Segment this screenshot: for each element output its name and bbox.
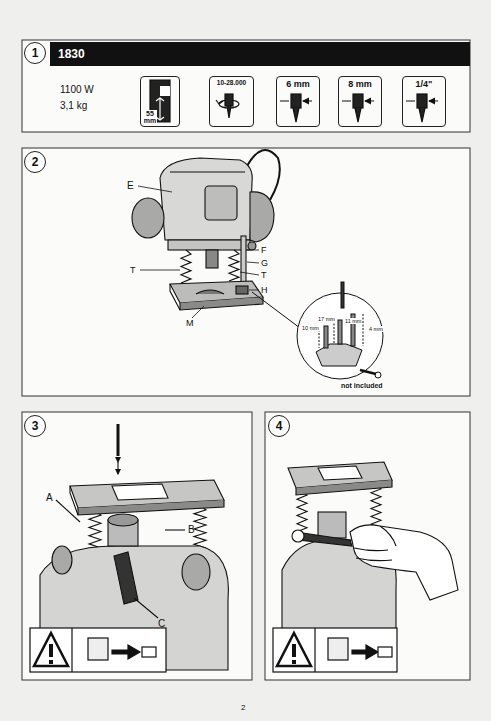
step-number-text: 4 <box>276 419 283 433</box>
spec-icon: 10-28.000 <box>209 76 254 127</box>
part-letter: 2 <box>241 703 245 712</box>
spec-text: 1830 <box>58 42 462 66</box>
router-drawing <box>132 150 280 310</box>
step-number-text: 1 <box>32 46 39 60</box>
step-number: 1 <box>24 42 46 64</box>
part-letter: M <box>186 318 194 328</box>
part-letter: E <box>127 180 134 191</box>
spec-label: 1100 W <box>60 84 94 95</box>
part-letter: A <box>46 492 53 503</box>
spec-icons <box>150 80 438 122</box>
spec-text: 1/4" <box>403 79 445 89</box>
part-letter: B <box>188 524 195 535</box>
part-letter: T <box>261 270 267 280</box>
step-number: 4 <box>268 415 290 437</box>
spec-label: not included <box>340 382 384 389</box>
step-number: 3 <box>24 415 46 437</box>
panel-frame <box>265 412 470 680</box>
unplug-warning <box>30 628 397 672</box>
spec-text: 6 mm <box>277 79 319 89</box>
spring-coil <box>194 506 206 548</box>
spec-icon: 1/4" <box>402 76 446 127</box>
part-letter: H <box>261 285 268 295</box>
dimension-label: 11 mm <box>344 318 362 324</box>
spring-coil <box>89 511 101 548</box>
spring-coil <box>229 250 239 281</box>
part-letter: C <box>158 618 165 629</box>
panel-frame <box>22 412 252 680</box>
turret-detail <box>252 282 383 379</box>
spec-icon: 55 mm <box>140 76 180 127</box>
spec-label: 3,1 kg <box>60 100 87 111</box>
step-number-text: 2 <box>32 155 39 169</box>
dimension-label: 4 mm <box>368 326 384 332</box>
step-number: 2 <box>24 151 46 173</box>
spring-coil <box>181 250 191 283</box>
spec-text: 10-28.000 <box>210 79 253 86</box>
spec-icon: 8 mm <box>338 76 382 127</box>
dimension-label: 17 mm <box>317 316 336 322</box>
spec-text: 8 mm <box>339 79 381 89</box>
leader-lines <box>138 186 259 318</box>
part-letter: G <box>261 258 268 268</box>
dimension-label: 10 mm <box>301 325 320 331</box>
spec-icon: 6 mm <box>276 76 320 127</box>
panel-frame <box>22 148 470 396</box>
part-letter: F <box>261 245 267 255</box>
spec-text: 55 mm <box>143 110 157 124</box>
model-band: 1830 <box>50 42 470 66</box>
part-letter: T <box>130 265 136 275</box>
step-number-text: 3 <box>32 419 39 433</box>
panel-frame <box>22 40 470 132</box>
